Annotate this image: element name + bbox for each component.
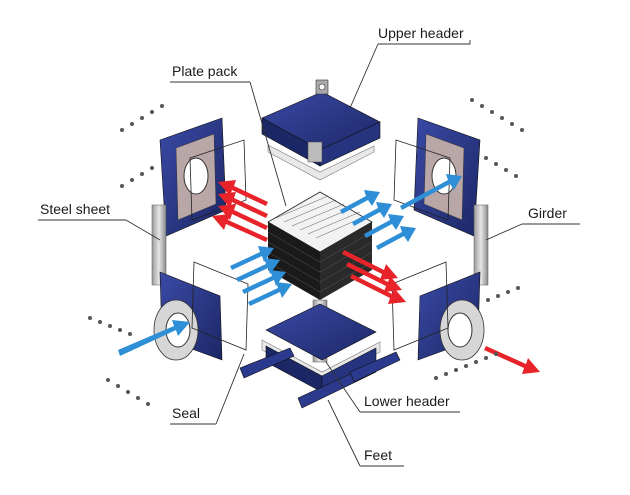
callout-girder: Girder — [485, 205, 580, 241]
label-seal: Seal — [172, 405, 200, 421]
bolt-sets — [88, 98, 524, 406]
callout-steel-sheet: Steel sheet — [38, 201, 161, 241]
callout-plate-pack: Plate pack — [170, 63, 287, 207]
label-girder: Girder — [528, 205, 567, 221]
left-girder — [151, 204, 167, 286]
feet — [239, 347, 401, 409]
label-upper-header: Upper header — [378, 25, 464, 41]
upper-header — [261, 79, 381, 181]
label-plate-pack: Plate pack — [172, 63, 238, 79]
right-upper-header-panel — [393, 117, 481, 237]
callout-upper-header: Upper header — [349, 25, 471, 109]
callout-seal: Seal — [170, 353, 245, 425]
callout-lower-header: Lower header — [325, 361, 460, 413]
label-feet: Feet — [364, 447, 392, 463]
left-lower-header-panel — [153, 261, 249, 361]
right-lower-header-panel — [391, 261, 485, 361]
label-steel-sheet: Steel sheet — [40, 201, 110, 217]
right-girder — [473, 204, 489, 286]
callout-feet: Feet — [327, 399, 404, 467]
hot-flow-arrows — [212, 180, 540, 374]
left-upper-header-panel — [159, 117, 247, 237]
cold-flow-arrows — [118, 174, 462, 356]
label-lower-header: Lower header — [364, 393, 450, 409]
